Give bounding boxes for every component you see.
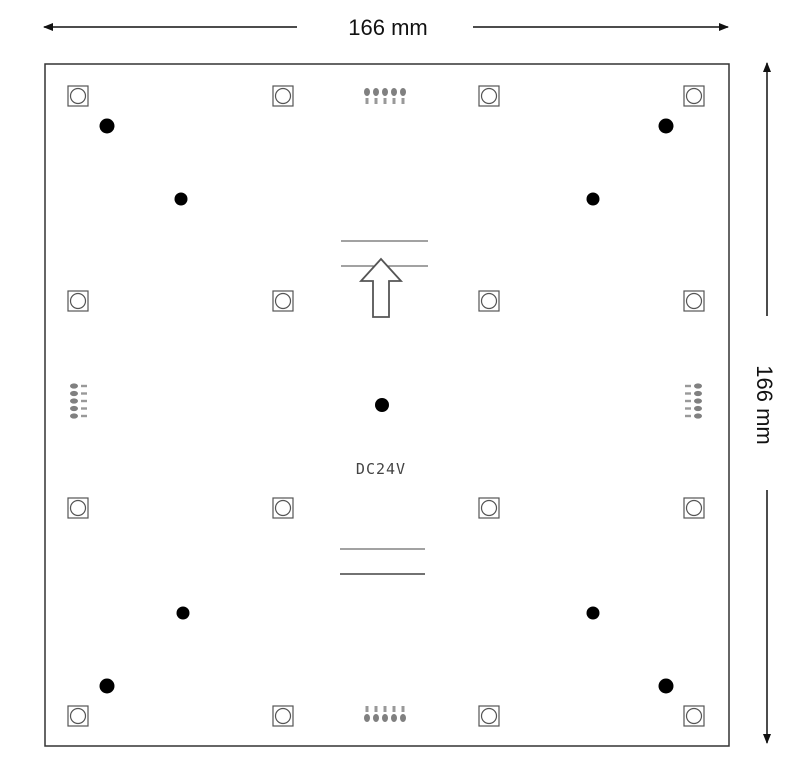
height-dimension: 166 mm: [752, 62, 777, 744]
led-lens: [274, 499, 292, 517]
pad-marking: [685, 392, 691, 395]
connector-pad: [400, 714, 406, 722]
connector-pad: [382, 88, 388, 96]
led-package: [272, 705, 294, 727]
led-package: [272, 85, 294, 107]
pad-marking: [392, 706, 396, 712]
led-package: [478, 497, 500, 519]
connector-pad: [70, 383, 78, 389]
led-package: [67, 85, 89, 107]
pad-marking: [685, 399, 691, 403]
pad-marking: [374, 98, 378, 104]
mounting-hole: [176, 606, 190, 620]
pad-marking: [685, 384, 691, 388]
mounting-hole: [99, 678, 115, 694]
connector-right: [685, 383, 702, 419]
mounting-hole: [99, 118, 115, 134]
pad-marking: [383, 98, 387, 104]
led-lens: [69, 707, 87, 725]
connector-pad: [694, 398, 702, 404]
connector-top: [364, 88, 406, 104]
led-lens: [274, 292, 292, 310]
led-lens: [480, 292, 498, 310]
voltage-label: DC24V: [356, 460, 406, 478]
pad-marking: [81, 384, 87, 388]
led-lens: [480, 707, 498, 725]
connector-pad: [70, 390, 78, 397]
led-lens: [480, 499, 498, 517]
led-lens: [685, 87, 703, 105]
connector-pad: [391, 714, 397, 722]
led-lens: [69, 292, 87, 310]
led-lens: [69, 499, 87, 517]
pad-marking: [685, 407, 691, 410]
mounting-hole: [586, 192, 600, 206]
led-package: [683, 85, 705, 107]
mounting-holes: [99, 118, 674, 694]
led-lens: [69, 87, 87, 105]
connector-pad: [364, 88, 370, 96]
led-package: [67, 705, 89, 727]
connector-pad: [373, 714, 379, 722]
connector-pad: [70, 413, 78, 419]
pad-marking: [81, 407, 87, 410]
pad-marking: [685, 414, 691, 418]
pad-marking: [392, 98, 396, 104]
led-lens: [480, 87, 498, 105]
connector-pad: [694, 390, 702, 397]
pad-marking: [81, 392, 87, 395]
led-package: [67, 497, 89, 519]
pad-marking: [401, 706, 405, 712]
mounting-hole: [174, 192, 188, 206]
mounting-hole: [375, 398, 389, 412]
orientation-marking: [341, 240, 428, 318]
connector-pad: [70, 398, 78, 404]
pad-marking: [81, 414, 87, 418]
led-package: [478, 705, 500, 727]
connector-pad: [373, 88, 379, 96]
led-lens: [685, 292, 703, 310]
mounting-hole: [586, 606, 600, 620]
connector-pad: [694, 405, 702, 412]
led-package: [478, 290, 500, 312]
pad-marking: [383, 706, 387, 712]
lower-marking: [340, 548, 425, 575]
width-dimension: 166 mm: [43, 15, 729, 40]
led-package: [272, 497, 294, 519]
connector-pad: [694, 383, 702, 389]
mounting-hole: [658, 118, 674, 134]
mounting-hole: [658, 678, 674, 694]
width-label: 166 mm: [348, 15, 427, 40]
arrow-up-icon: [358, 257, 404, 318]
led-lens: [685, 707, 703, 725]
connector-pad: [364, 714, 370, 722]
led-package: [683, 290, 705, 312]
pad-marking: [81, 399, 87, 403]
led-package: [478, 85, 500, 107]
height-label: 166 mm: [752, 365, 777, 444]
led-grid: [67, 85, 705, 727]
pad-marking: [365, 706, 369, 712]
connector-pad: [391, 88, 397, 96]
connector-bottom: [364, 706, 406, 722]
connector-pad: [70, 405, 78, 412]
led-package: [67, 290, 89, 312]
connector-left: [70, 383, 87, 419]
led-lens: [274, 707, 292, 725]
connector-pad: [694, 413, 702, 419]
pad-marking: [365, 98, 369, 104]
led-package: [683, 497, 705, 519]
led-package: [683, 705, 705, 727]
connector-pad: [400, 88, 406, 96]
led-package: [272, 290, 294, 312]
led-lens: [685, 499, 703, 517]
connector-pad: [382, 714, 388, 722]
pad-marking: [374, 706, 378, 712]
led-lens: [274, 87, 292, 105]
pad-marking: [401, 98, 405, 104]
